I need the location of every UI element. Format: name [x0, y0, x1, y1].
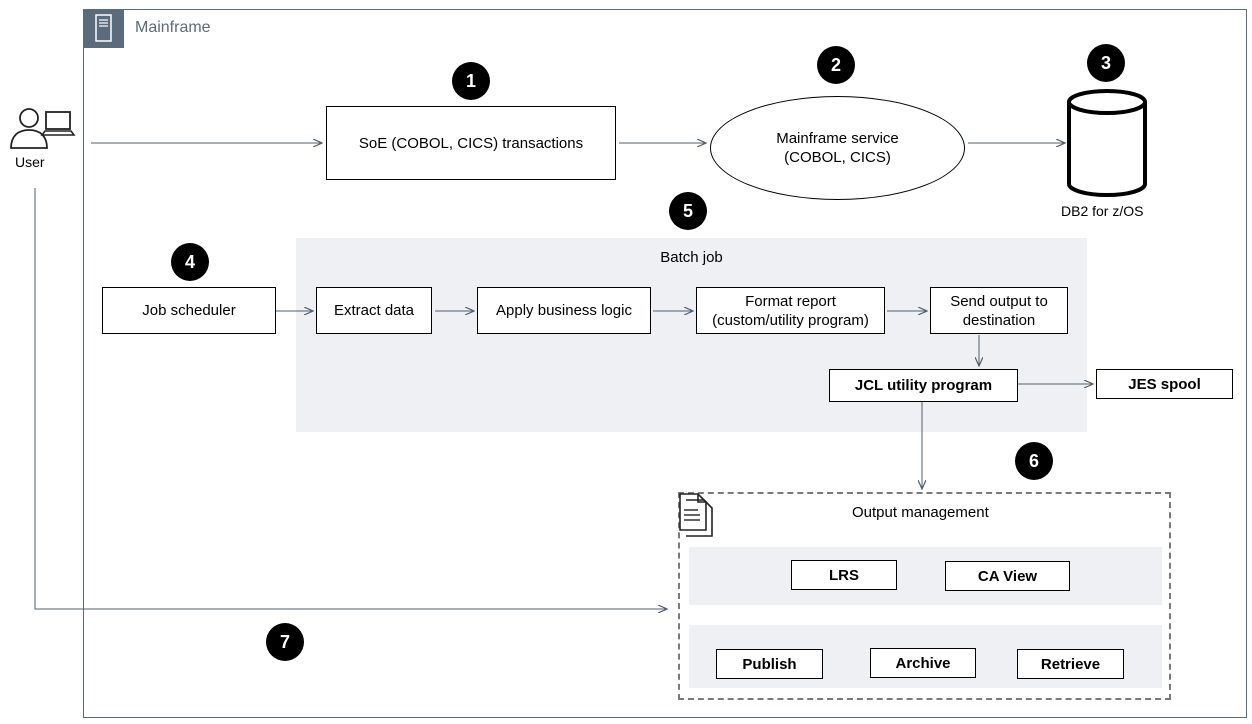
step-badge-5: 5 [669, 192, 707, 230]
db2-label: DB2 for z/OS [1061, 203, 1144, 219]
job-scheduler-box: Job scheduler [102, 287, 276, 334]
send-output-line2: destination [962, 311, 1036, 329]
step-badge-2: 2 [817, 46, 855, 84]
format-report-box: Format report (custom/utility program) [696, 287, 885, 334]
mainframe-server-icon [83, 9, 124, 48]
batch-job-title: Batch job [660, 249, 723, 266]
lrs-box: LRS [791, 560, 897, 590]
format-report-line1: Format report [745, 292, 836, 310]
document-icon [678, 492, 714, 538]
step-badge-3: 3 [1087, 44, 1125, 82]
arrow-user-to-output [34, 188, 667, 609]
send-output-line1: Send output to [950, 292, 1048, 310]
mainframe-label: Mainframe [135, 19, 211, 36]
extract-data-box: Extract data [316, 287, 432, 334]
mainframe-service-line1: Mainframe service [776, 130, 899, 147]
step-badge-7: 7 [266, 623, 304, 661]
ca-view-box: CA View [945, 561, 1070, 591]
format-report-line2: (custom/utility program) [712, 311, 869, 329]
output-management-container [678, 492, 1171, 700]
user-label: User [15, 154, 45, 170]
output-management-title: Output management [852, 504, 989, 521]
soe-transactions-box: SoE (COBOL, CICS) transactions [326, 106, 616, 180]
send-output-box: Send output to destination [930, 287, 1068, 334]
jes-spool-box: JES spool [1096, 369, 1233, 399]
retrieve-box: Retrieve [1017, 649, 1124, 679]
publish-box: Publish [716, 649, 823, 679]
mainframe-frame [83, 9, 1247, 718]
output-tools-panel [689, 547, 1162, 605]
jcl-utility-box: JCL utility program [829, 369, 1018, 402]
mainframe-service-oval: Mainframe service (COBOL, CICS) [710, 96, 965, 200]
business-logic-box: Apply business logic [477, 287, 651, 334]
archive-box: Archive [870, 648, 976, 678]
step-badge-4: 4 [171, 243, 209, 281]
user-laptop-icon [8, 104, 76, 152]
step-badge-6: 6 [1015, 442, 1053, 480]
database-icon [1066, 88, 1148, 198]
mainframe-service-line2: (COBOL, CICS) [784, 149, 891, 166]
step-badge-1: 1 [452, 62, 490, 100]
